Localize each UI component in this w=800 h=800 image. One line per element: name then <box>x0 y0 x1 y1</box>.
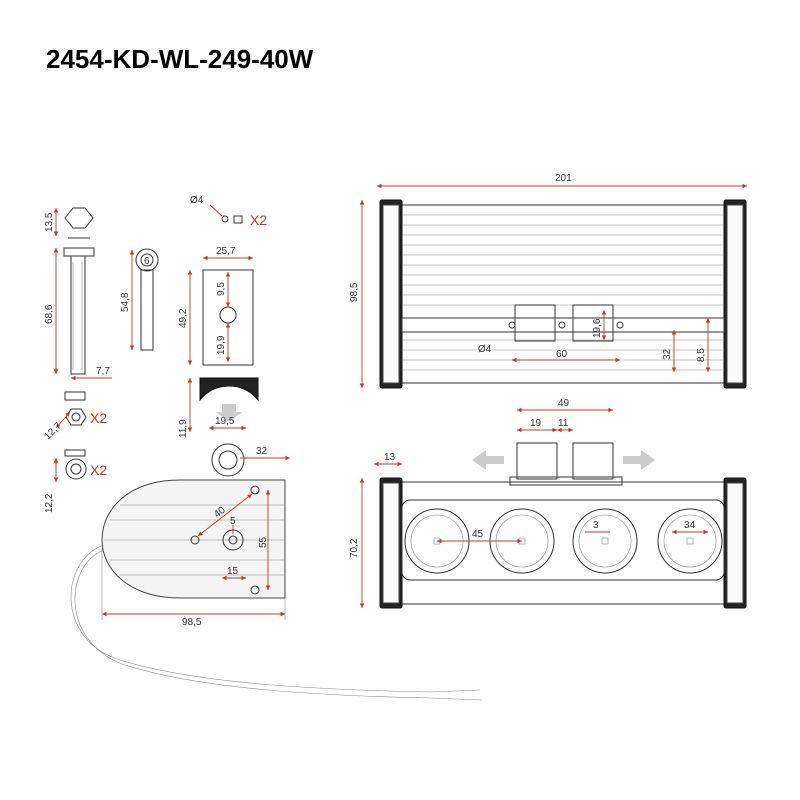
label-bracket-slot: 9,5 <box>216 282 227 296</box>
hex-bolt <box>53 207 112 381</box>
label-front-a: 19 <box>530 418 542 429</box>
label-top-offset-a: 32 <box>662 348 673 360</box>
label-bracket-lower: 19,9 <box>216 335 227 355</box>
label-hex-height: 13,5 <box>44 212 55 232</box>
label-top-depth: 98,5 <box>349 282 360 302</box>
label-front-small: 3 <box>593 520 599 531</box>
washer <box>55 391 87 429</box>
label-washer: 12,7 <box>42 420 64 442</box>
top-view <box>359 183 747 389</box>
label-top-length: 201 <box>555 173 572 184</box>
label-bolt-length: 68,6 <box>44 304 55 324</box>
label-bracket-height: 49,2 <box>178 308 189 328</box>
label-front-lens: 34 <box>684 520 696 531</box>
label-eye-length: 54,8 <box>120 292 131 312</box>
nut <box>53 449 87 482</box>
label-top-mount-width: 19,6 <box>592 318 603 338</box>
label-bolt-diameter: 7,7 <box>96 366 110 377</box>
cable <box>70 544 481 693</box>
lens-4 <box>657 508 723 574</box>
label-front-pitch: 45 <box>472 529 484 540</box>
label-eye-dia: 6 <box>144 256 150 267</box>
label-saddle-height: 11,9 <box>178 419 189 438</box>
eye-bolt <box>129 248 159 351</box>
front-view <box>359 407 747 609</box>
lens-3 <box>572 508 638 574</box>
label-side-height: 55 <box>258 536 269 548</box>
washer-qty: X2 <box>90 410 107 426</box>
hole-qty: X2 <box>250 212 267 228</box>
label-front-height: 70,2 <box>349 538 360 558</box>
label-top-hole: Ø4 <box>478 344 492 355</box>
label-side-pivot: 19,5 <box>215 416 235 427</box>
label-front-total: 49 <box>558 398 570 409</box>
label-nut: 12,2 <box>44 493 55 513</box>
bracket-plate <box>187 255 254 366</box>
label-top-spacing: 60 <box>556 349 568 360</box>
label-top-offset-b: 8,5 <box>696 348 707 362</box>
saddle <box>187 377 259 432</box>
page-title: 2454-KD-WL-249-40W <box>46 44 314 74</box>
label-side-offset: 32 <box>256 446 268 457</box>
label-side-small: 5 <box>230 516 236 527</box>
hole-detail <box>209 204 243 224</box>
label-side-center: 15 <box>227 566 239 577</box>
side-view <box>101 425 290 620</box>
nut-qty: X2 <box>90 462 107 478</box>
label-front-b: 11 <box>558 418 569 429</box>
label-bracket-width: 25,7 <box>216 246 236 257</box>
label-front-end: 13 <box>384 452 396 463</box>
label-hole-dia: Ø4 <box>190 195 204 206</box>
label-side-depth: 98,5 <box>182 617 202 628</box>
